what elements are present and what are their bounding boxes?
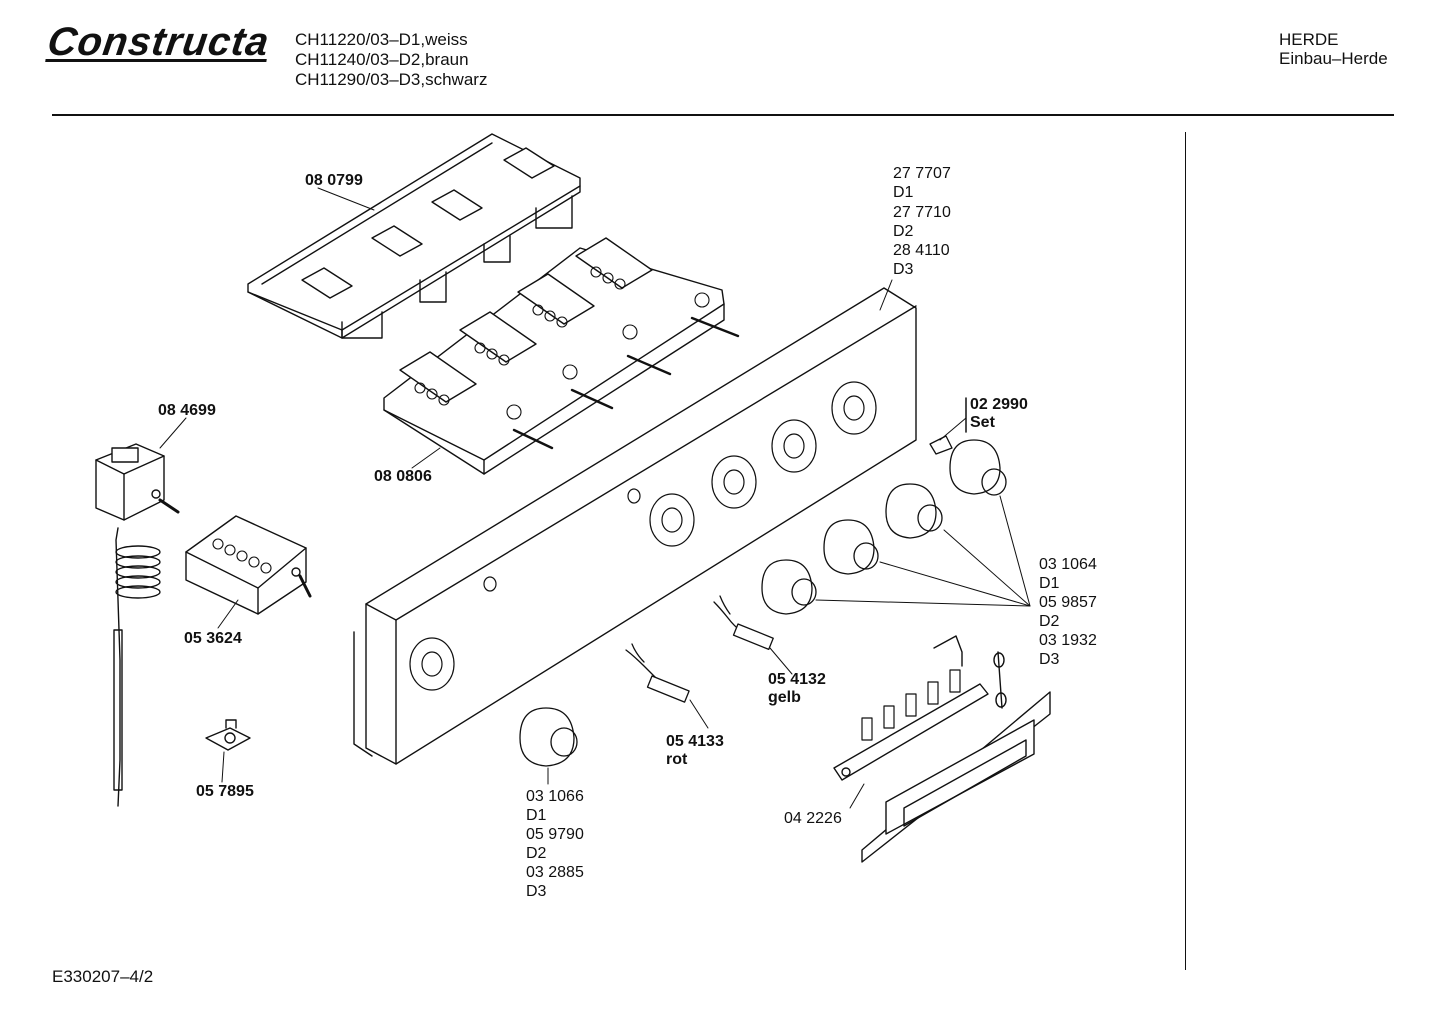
part-label: 05 4132 bbox=[768, 671, 826, 688]
part-label: D1 bbox=[1039, 575, 1060, 592]
part-label: 05 7895 bbox=[196, 783, 254, 800]
terminal-strip-part bbox=[833, 635, 1051, 863]
knob-set-part bbox=[519, 435, 1007, 767]
control-panel-part bbox=[353, 287, 917, 765]
side-divider bbox=[1185, 132, 1186, 970]
model-line: CH11240/03–D2,braun bbox=[295, 50, 469, 69]
signal-lamps-part bbox=[625, 595, 774, 703]
model-list: CH11220/03–D1,weiss CH11240/03–D2,braun … bbox=[295, 30, 487, 90]
category-block: HERDE Einbau–Herde bbox=[1279, 30, 1388, 68]
part-label: 04 2226 bbox=[784, 810, 842, 827]
part-label: 05 9790 bbox=[526, 826, 584, 843]
part-label: 28 4110 bbox=[893, 242, 950, 259]
model-line: CH11290/03–D3,schwarz bbox=[295, 70, 488, 89]
thermal-fuse-part bbox=[205, 719, 251, 751]
part-label: D2 bbox=[1039, 613, 1060, 630]
part-label: 27 7710 bbox=[893, 204, 951, 221]
part-label: D2 bbox=[893, 223, 914, 240]
part-label: D3 bbox=[526, 883, 547, 900]
leader-lines bbox=[159, 187, 1031, 809]
part-label: D1 bbox=[526, 807, 547, 824]
part-labels: 08 0799 08 0806 08 4699 05 3624 05 7895 … bbox=[158, 165, 1097, 900]
switch-block-part bbox=[383, 237, 740, 475]
part-label: 05 3624 bbox=[184, 630, 242, 647]
part-label: D3 bbox=[1039, 651, 1060, 668]
part-label: 03 1932 bbox=[1039, 632, 1097, 649]
part-label: 08 0799 bbox=[305, 172, 363, 189]
header-divider bbox=[52, 114, 1394, 116]
rotary-switch-part bbox=[185, 515, 312, 615]
part-label: 03 1064 bbox=[1039, 556, 1097, 573]
part-label: 05 9857 bbox=[1039, 594, 1097, 611]
category-subtitle: Einbau–Herde bbox=[1279, 49, 1388, 68]
part-label: rot bbox=[666, 751, 688, 768]
part-label: D1 bbox=[893, 184, 914, 201]
part-label: 05 4133 bbox=[666, 733, 724, 750]
part-label: 03 1066 bbox=[526, 788, 584, 805]
part-label: D3 bbox=[893, 261, 914, 278]
part-label: Set bbox=[970, 414, 996, 431]
model-line: CH11220/03–D1,weiss bbox=[295, 30, 468, 49]
part-label: gelb bbox=[768, 689, 801, 706]
thermostat-part bbox=[95, 443, 180, 807]
part-label: 02 2990 bbox=[970, 396, 1028, 413]
category-title: HERDE bbox=[1279, 30, 1339, 49]
part-label: 03 2885 bbox=[526, 864, 584, 881]
part-label: 08 4699 bbox=[158, 402, 216, 419]
part-label: D2 bbox=[526, 845, 547, 862]
part-label: 27 7707 bbox=[893, 165, 951, 182]
cover-tray-part bbox=[247, 133, 581, 339]
document-id: E330207–4/2 bbox=[52, 967, 154, 986]
part-label: 08 0806 bbox=[374, 468, 432, 485]
